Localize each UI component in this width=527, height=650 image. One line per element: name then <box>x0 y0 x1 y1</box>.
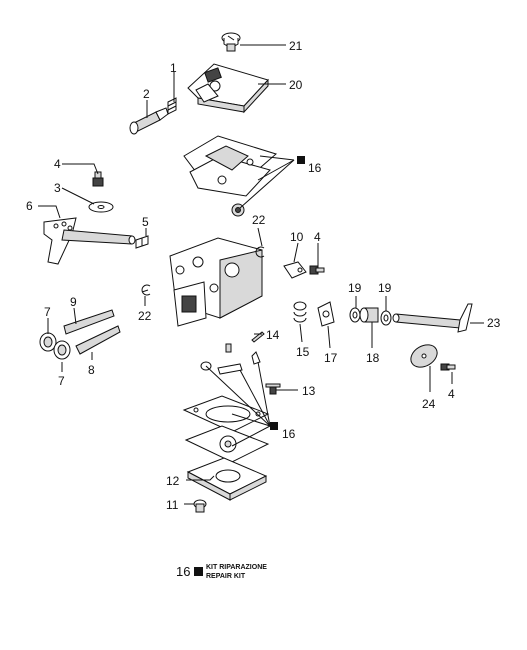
callout-19a: 19 <box>348 281 362 295</box>
leader-lines <box>38 44 484 505</box>
part-washer-19b <box>380 310 392 326</box>
part-screw-11 <box>193 499 207 513</box>
part-cap-7b <box>53 340 71 360</box>
callout-1: 1 <box>170 61 177 75</box>
part-clip-22a <box>255 246 265 258</box>
part-screw-13 <box>265 383 281 395</box>
legend-line-2: REPAIR KIT <box>206 573 246 580</box>
part-lever-17 <box>317 301 335 327</box>
callout-10: 10 <box>290 230 304 244</box>
part-spring-15 <box>293 301 307 323</box>
callout-20: 20 <box>289 78 303 92</box>
part-gasket-lower-a <box>182 395 270 433</box>
callout-22a: 22 <box>252 213 266 227</box>
legend-line-1: KIT RIPARAZIONE <box>206 564 267 571</box>
repair-kit-marker-upper <box>297 156 305 164</box>
part-gasket-lower-b <box>184 425 270 463</box>
part-cap-7a <box>39 332 57 352</box>
part-choke-plate-24 <box>410 344 438 368</box>
part-screw-21 <box>221 32 241 52</box>
legend-number: 16 <box>176 564 190 579</box>
callout-12: 12 <box>166 474 180 488</box>
callout-17: 17 <box>324 351 338 365</box>
part-spring-5 <box>135 235 149 249</box>
callout-23: 23 <box>487 316 501 330</box>
callout-19b: 19 <box>378 281 392 295</box>
callout-14: 14 <box>266 328 280 342</box>
part-throttle-shaft-6 <box>43 217 136 265</box>
callout-16b: 16 <box>282 427 296 441</box>
part-spring-1 <box>167 97 177 115</box>
callout-11: 11 <box>166 498 179 512</box>
part-washer-3 <box>88 201 114 213</box>
part-clip-22b <box>141 284 151 296</box>
part-needle-9 <box>63 309 115 335</box>
repair-kit-legend: 16 KIT RIPARAZIONE REPAIR KIT <box>176 564 267 580</box>
callouts: 1 2 3 4 4 4 5 6 7 7 8 9 10 11 12 13 14 1… <box>26 39 501 512</box>
part-diaphragm-upper <box>183 135 278 197</box>
callout-6: 6 <box>26 199 33 213</box>
part-cover-plate-20 <box>187 63 269 114</box>
part-screw-4c <box>440 363 456 371</box>
callout-15: 15 <box>296 345 310 359</box>
part-needle-2 <box>129 107 169 135</box>
callout-16a: 16 <box>308 161 322 175</box>
part-bushing-18 <box>359 307 379 323</box>
part-needle-8 <box>75 325 121 355</box>
part-screw-4a <box>92 171 104 187</box>
callout-4c: 4 <box>448 387 455 401</box>
callout-3: 3 <box>54 181 61 195</box>
callout-22b: 22 <box>138 309 152 323</box>
part-lever-10 <box>283 261 307 279</box>
callout-7a: 7 <box>44 305 51 319</box>
callout-9: 9 <box>70 295 77 309</box>
callout-5: 5 <box>142 215 149 229</box>
callout-21: 21 <box>289 39 303 53</box>
callout-8: 8 <box>88 363 95 377</box>
part-washer-19a <box>349 307 361 323</box>
part-diaphragm-cover-12 <box>186 457 268 501</box>
callout-7b: 7 <box>58 374 65 388</box>
part-carburetor-body <box>169 237 263 327</box>
callout-2: 2 <box>143 87 150 101</box>
legend-marker <box>194 567 203 576</box>
part-screw-4b <box>309 265 325 275</box>
callout-18: 18 <box>366 351 380 365</box>
repair-kit-marker-lower <box>270 422 278 430</box>
callout-24: 24 <box>422 397 436 411</box>
part-choke-shaft-23 <box>392 303 473 333</box>
callout-4a: 4 <box>54 157 61 171</box>
callout-4b: 4 <box>314 230 321 244</box>
callout-13: 13 <box>302 384 316 398</box>
